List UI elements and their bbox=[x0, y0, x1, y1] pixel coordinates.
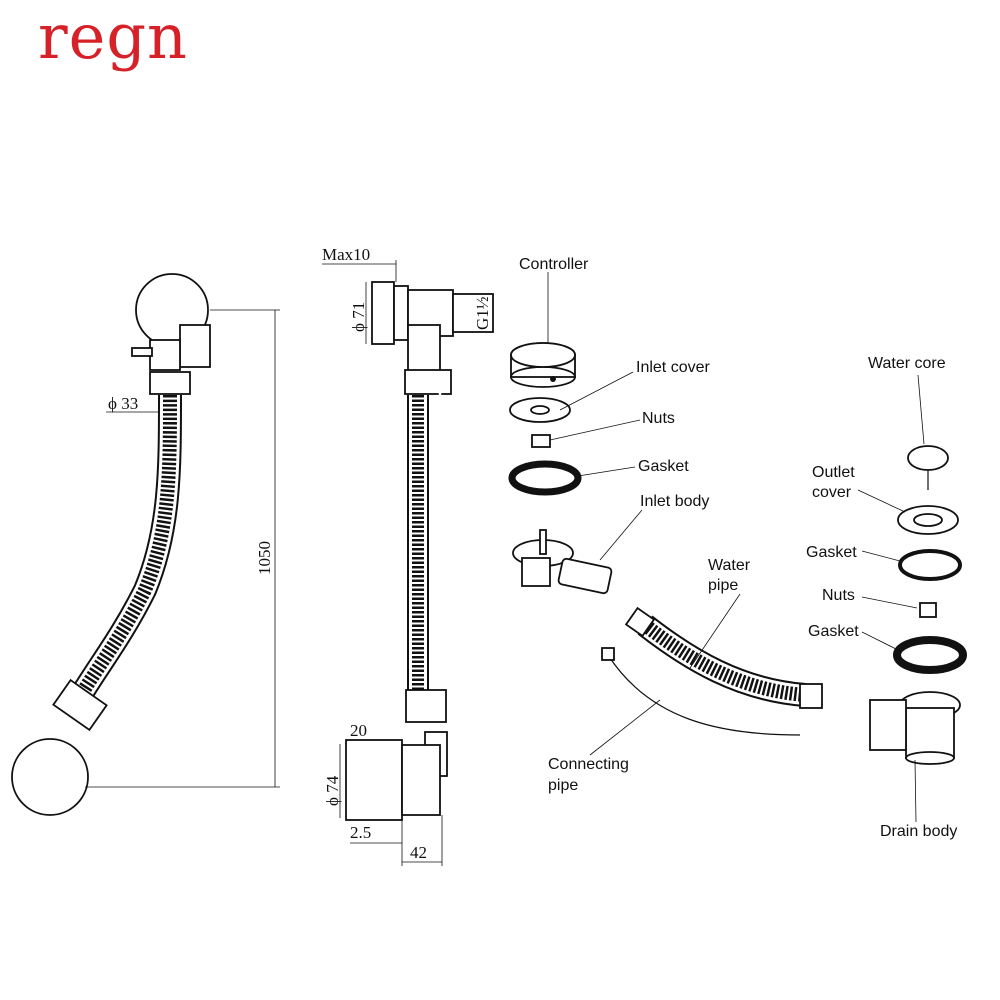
dim-max-thickness: Max10 bbox=[322, 245, 370, 264]
dim-total-length: 1050 bbox=[255, 541, 274, 575]
label-gasket-3: Gasket bbox=[808, 623, 859, 640]
label-nuts-1: Nuts bbox=[642, 410, 675, 427]
label-inlet-body: Inlet body bbox=[640, 493, 709, 510]
dim-pipe-diameter: ϕ 33 bbox=[108, 394, 138, 413]
label-water-pipe-1: Water bbox=[708, 557, 751, 574]
label-controller: Controller bbox=[519, 256, 589, 273]
brand-logo: regn bbox=[38, 0, 188, 73]
dim-drain-diameter: ϕ 74 bbox=[323, 775, 342, 806]
label-water-pipe-2: pipe bbox=[708, 577, 738, 594]
label-inlet-cover: Inlet cover bbox=[636, 359, 710, 376]
dim-inlet-diameter: ϕ 71 bbox=[349, 302, 368, 332]
label-drain-body: Drain body bbox=[880, 823, 957, 840]
label-connecting-pipe-2: pipe bbox=[548, 777, 578, 794]
label-nuts-2: Nuts bbox=[822, 587, 855, 604]
label-connecting-pipe-1: Connecting bbox=[548, 756, 629, 773]
side-view bbox=[322, 260, 494, 866]
label-gasket-1: Gasket bbox=[638, 458, 689, 475]
label-outlet-cover-1: Outlet bbox=[812, 464, 855, 481]
exploded-outlet bbox=[857, 374, 967, 823]
exploded-pipes bbox=[589, 593, 823, 756]
exploded-inlet bbox=[508, 272, 643, 595]
label-outlet-cover-2: cover bbox=[812, 484, 852, 501]
front-view bbox=[11, 273, 280, 816]
dim-drain-width: 42 bbox=[410, 843, 427, 862]
dim-flange: 2.5 bbox=[350, 823, 371, 842]
label-water-core: Water core bbox=[868, 355, 946, 372]
dim-thread: G1½ bbox=[473, 296, 492, 330]
label-gasket-2: Gasket bbox=[806, 544, 857, 561]
dim-drain-height: 20 bbox=[350, 721, 367, 740]
